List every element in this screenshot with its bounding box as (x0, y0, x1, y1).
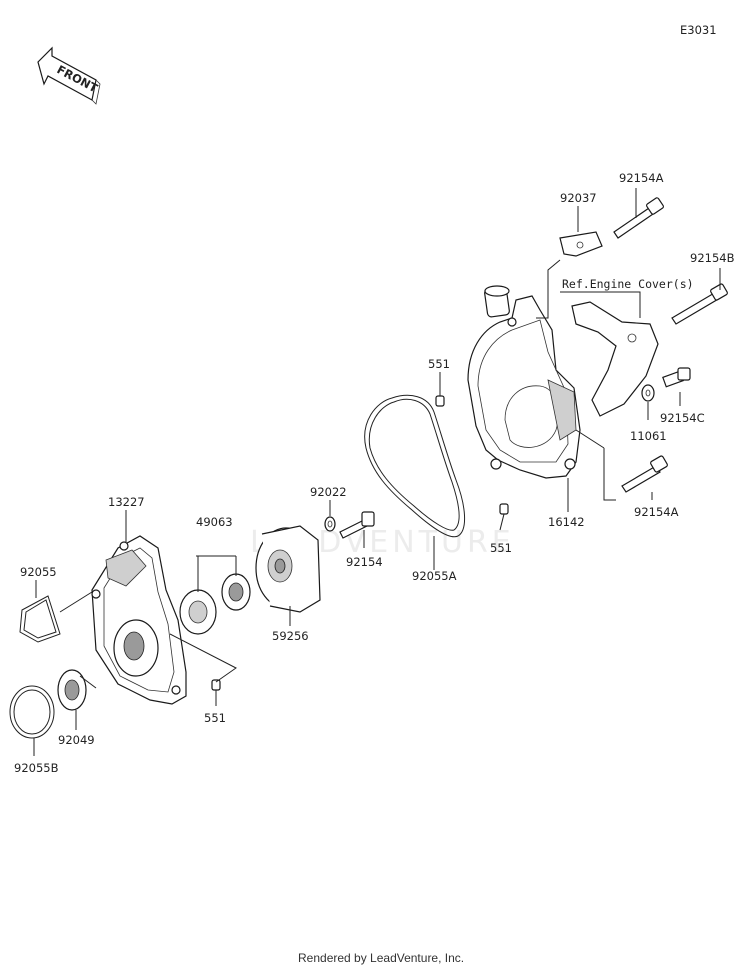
bolt-92154A-bottom (621, 455, 668, 493)
label-92154C: 92154C (660, 411, 705, 425)
label-92055: 92055 (20, 565, 57, 579)
leader-lines (33, 188, 721, 756)
label-92154A-top: 92154A (619, 171, 664, 185)
label-59256: 59256 (272, 629, 309, 643)
label-92154B: 92154B (690, 251, 735, 265)
label-92037: 92037 (560, 191, 597, 205)
seal-49063-a (179, 589, 217, 635)
label-92049: 92049 (58, 733, 95, 747)
label-16142: 16142 (548, 515, 585, 529)
gasket-92055 (19, 595, 61, 643)
dowel-pin-551-upper (435, 395, 445, 407)
front-arrow-icon: FRONT (37, 46, 101, 105)
bolt-92154C (662, 367, 691, 388)
label-92022: 92022 (310, 485, 347, 499)
dowel-pin-551-lower (499, 503, 509, 515)
label-551-upper: 551 (428, 357, 450, 371)
o-ring-92055B (9, 685, 55, 739)
seal-92049 (57, 669, 87, 711)
bolt-92154B (671, 283, 728, 325)
impeller-59256 (255, 525, 321, 613)
seal-49063-b (221, 573, 251, 611)
footer-credit: Rendered by LeadVenture, Inc. (298, 951, 464, 965)
label-49063: 49063 (196, 515, 233, 529)
engine-cover-bracket (571, 301, 659, 417)
label-92154: 92154 (346, 555, 383, 569)
label-ref-engine-cover: Ref.Engine Cover(s) (562, 277, 694, 291)
cover-13227 (91, 535, 187, 705)
label-92154A-bottom: 92154A (634, 505, 679, 519)
label-551-left: 551 (204, 711, 226, 725)
label-551-lower: 551 (490, 541, 512, 555)
label-92055A: 92055A (412, 569, 457, 583)
bolt-92154A-top (613, 197, 664, 239)
bracket-92037 (559, 231, 603, 257)
bolt-92154 (339, 511, 375, 539)
washer-92022 (324, 516, 336, 532)
washer-11061 (641, 384, 655, 402)
pump-body-16142 (467, 285, 581, 479)
label-11061: 11061 (630, 429, 667, 443)
label-13227: 13227 (108, 495, 145, 509)
diagram-code: E3031 (680, 23, 717, 37)
label-92055B: 92055B (14, 761, 59, 775)
gasket-92055A (364, 394, 465, 538)
